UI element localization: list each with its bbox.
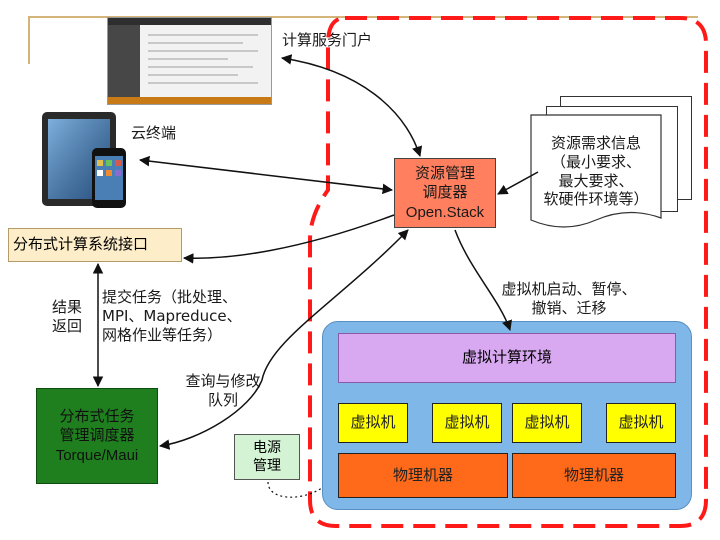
requirements-line: 资源需求信息: [550, 134, 641, 152]
vm-label: 虚拟机: [618, 413, 664, 432]
result-line: 结果: [52, 298, 83, 316]
vm-ops-line: 撤销、迁移: [531, 298, 607, 317]
power-line: 管理: [253, 458, 281, 474]
portal-row: [148, 58, 228, 60]
requirements-line: 最大要求、: [558, 171, 634, 190]
portal-sidebar: [108, 18, 140, 104]
portal-row: [148, 82, 258, 84]
submit-arrow: [182, 214, 395, 264]
portal-scheduler-arrow: [280, 54, 423, 157]
vm-operations-label: 虚拟机启动、暂停、 撤销、迁移: [494, 280, 644, 318]
doc-page-front: [530, 114, 662, 228]
cloud-terminal-label: 云终端: [131, 124, 177, 142]
task-manager-line: 分布式任务: [59, 406, 135, 425]
physical-label: 物理机器: [392, 465, 453, 484]
left-rule: [28, 16, 30, 64]
portal-row: [148, 66, 253, 68]
portal-label: 计算服务门户: [282, 31, 373, 49]
devices-image: [42, 112, 126, 208]
distributed-interface-box: 分布式计算系统接口: [8, 228, 182, 262]
requirements-scheduler-arrow: [497, 171, 539, 195]
portal-row: [148, 42, 243, 44]
vm-ops-line: 虚拟机启动、暂停、: [501, 280, 637, 298]
resource-scheduler-box: 资源管理 调度器 Open.Stack: [394, 158, 496, 228]
requirements-line: （最小要求、: [550, 152, 641, 171]
requirements-line: 软硬件环境等）: [543, 190, 649, 209]
requirements-text: 资源需求信息 （最小要求、 最大要求、 软硬件环境等）: [530, 134, 662, 209]
vm-operations-arrow: [454, 229, 512, 331]
vm-box: 虚拟机: [606, 403, 676, 443]
scheduler-line: 资源管理: [414, 163, 475, 182]
query-queue-arrow: [158, 229, 409, 450]
scheduler-line: 调度器: [422, 183, 468, 202]
vm-box: 虚拟机: [432, 403, 502, 443]
portal-row: [148, 34, 258, 36]
portal-screenshot: [107, 17, 272, 105]
scheduler-line: Open.Stack: [405, 203, 485, 221]
portal-row: [148, 50, 258, 52]
virtual-env-label: 虚拟计算环境: [461, 348, 552, 367]
vm-box: 虚拟机: [512, 403, 582, 443]
openstack-region-outline: [308, 16, 708, 528]
vm-label: 虚拟机: [524, 413, 570, 432]
interface-label: 分布式计算系统接口: [13, 235, 149, 254]
portal-footer: [108, 97, 271, 104]
physical-machine-box: 物理机器: [338, 453, 508, 498]
power-link: [267, 481, 323, 498]
task-manager-box: 分布式任务 管理调度器 Torque/Maui: [36, 388, 158, 484]
result-return-label: 结果 返回: [52, 298, 82, 336]
task-manager-line: 管理调度器: [59, 426, 135, 445]
terminal-scheduler-arrow: [138, 155, 394, 195]
portal-topbar: [108, 18, 271, 25]
physical-machine-box: 物理机器: [512, 453, 676, 498]
physical-label: 物理机器: [563, 465, 624, 484]
result-line: 返回: [52, 316, 83, 335]
task-manager-line: Torque/Maui: [55, 446, 139, 464]
portal-row: [148, 74, 238, 76]
vm-label: 虚拟机: [444, 413, 490, 432]
